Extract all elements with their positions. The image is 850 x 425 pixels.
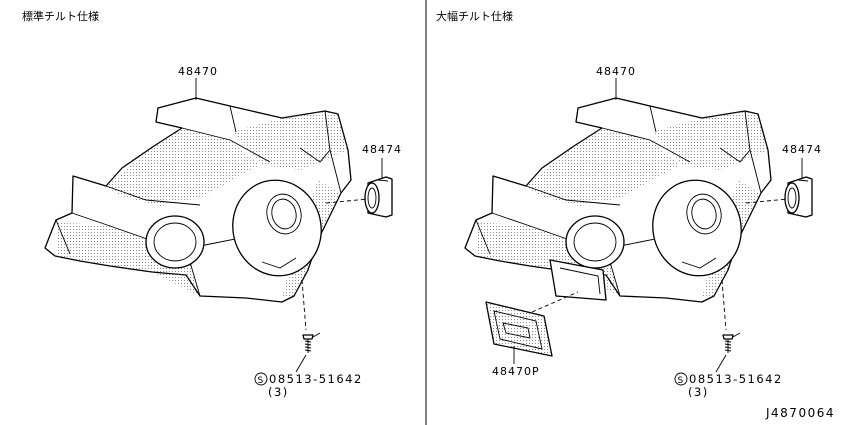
right-panel-title: 大幅チルト仕様 [436, 9, 513, 23]
grommet-right [784, 176, 813, 218]
steering-column-cover-left [44, 97, 352, 303]
screw-code-label-left: 08513-51642 [269, 372, 363, 386]
screw-qty-label-left: (3) [268, 385, 289, 399]
right-panel: 大幅チルト仕様 48470 48474 48470P S 08513-51642… [436, 9, 822, 399]
steering-column-cover-right [464, 97, 772, 303]
diagram-id: J4870064 [765, 406, 835, 420]
plate-part-label: 48470P [492, 365, 540, 378]
screw-left [302, 332, 321, 354]
grommet-part-label-left: 48474 [362, 143, 402, 156]
screw-code-label-right: 08513-51642 [689, 372, 783, 386]
cover-part-label-left: 48470 [178, 65, 218, 78]
grommet-part-label-right: 48474 [782, 143, 822, 156]
screw-qty-label-right: (3) [688, 385, 709, 399]
left-panel: 標準チルト仕様 48470 48474 S 08513-51642 (3) [22, 9, 402, 399]
grommet-left [364, 176, 393, 218]
screw-prefix-right: S [678, 376, 684, 386]
screw-prefix-left: S [258, 376, 264, 386]
screw-right [722, 332, 741, 354]
cover-part-label-right: 48470 [596, 65, 636, 78]
finisher-plate [485, 301, 553, 357]
left-panel-title: 標準チルト仕様 [22, 9, 99, 23]
